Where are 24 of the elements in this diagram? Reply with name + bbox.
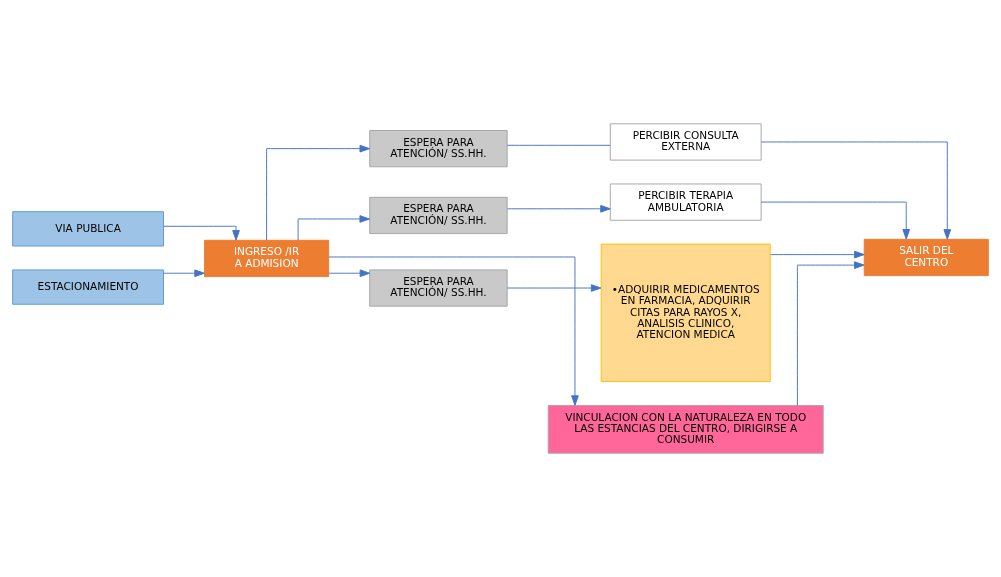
arrow	[266, 144, 370, 241]
arrow	[506, 204, 611, 213]
node-box: ESPERA PARA ATENCIÓN/ SS.HH.	[369, 130, 508, 168]
node-box: INGRESO /IR A ADMISION	[204, 239, 330, 278]
node-box: VIA PUBLICA	[12, 211, 164, 247]
node-box: SALIR DEL CENTRO	[863, 238, 989, 277]
connector	[506, 144, 611, 146]
arrow	[796, 261, 865, 406]
arrow	[297, 215, 370, 241]
node-box: PERCIBIR TERAPIA AMBULATORIA	[609, 183, 762, 221]
arrow	[760, 141, 952, 240]
arrow	[770, 250, 865, 259]
node-box: ESPERA PARA ATENCIÓN/ SS.HH.	[369, 269, 508, 307]
arrow	[760, 201, 911, 240]
arrow	[328, 256, 579, 406]
arrow	[163, 269, 205, 278]
node-box: ESPERA PARA ATENCIÓN/ SS.HH.	[369, 196, 508, 235]
node-box: •ADQUIRIR MEDICAMENTOS EN FARMACIA, ADQUIRIR CITAS PARA RAYOS X, ANALISIS CLINICO, ATENCION MEDICA	[600, 243, 771, 383]
node-box: ESTACIONAMIENTO	[12, 269, 164, 305]
arrow	[328, 269, 371, 278]
arrow	[163, 225, 240, 241]
node-box: VINCULACION CON LA NATURALEZA EN TODO LAS ESTANCIAS DEL CENTRO, DIRIGIRSE A CONSUMIR	[547, 404, 824, 454]
node-box: PERCIBIR CONSULTA EXTERNA	[609, 123, 762, 161]
arrow	[506, 284, 602, 292]
